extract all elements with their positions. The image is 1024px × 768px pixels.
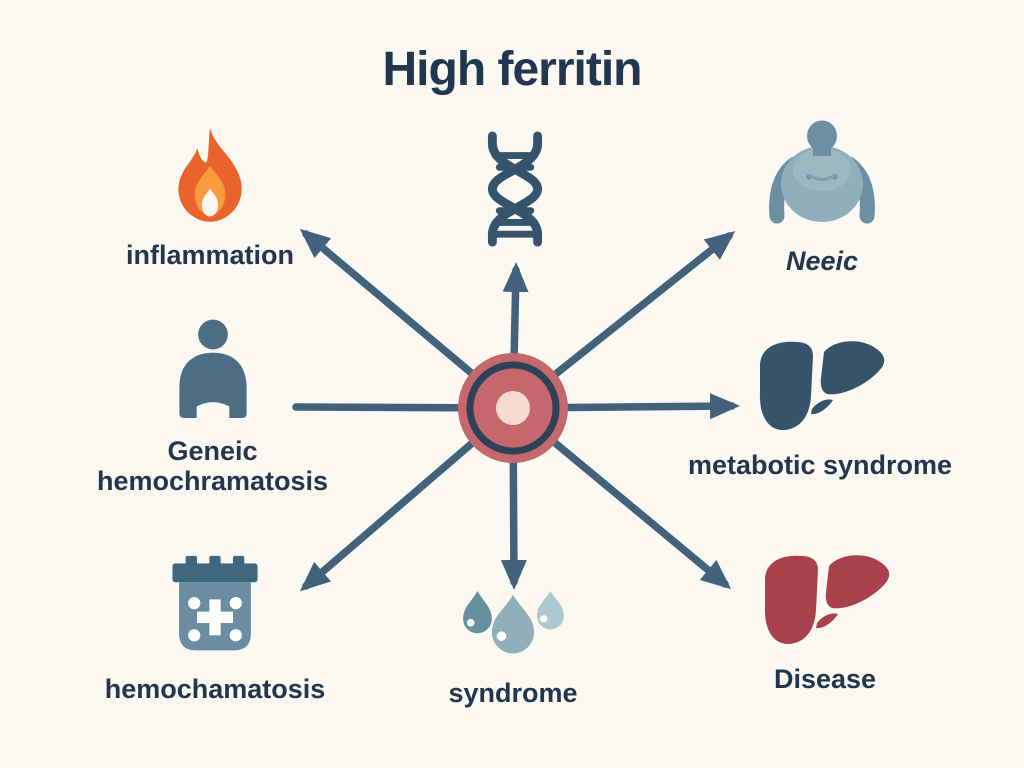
person-icon [178, 319, 247, 418]
node-label-metabolic: metabotic syndrome [687, 450, 953, 480]
node-metabolic-syndrome: metabotic syndrome [687, 336, 953, 480]
node-genetic-hemochromatosis: Geneic hemochramatosis [80, 318, 345, 496]
node-label-inflammation: inflammation [125, 240, 294, 270]
node-obesity: Neeic [732, 120, 912, 276]
dna-icon [487, 131, 543, 247]
node-syndrome: syndrome [430, 568, 596, 708]
node-label-genetic-line1: Geneic [167, 436, 258, 466]
node-label-disease: Disease [773, 664, 877, 694]
water-drops-icon [463, 591, 564, 654]
obese-person-icon [769, 120, 875, 224]
node-label-obesity: Neeic [785, 246, 859, 276]
node-inflammation: inflammation [100, 126, 320, 270]
page-title: High ferritin [382, 43, 643, 96]
flame-icon [178, 128, 242, 222]
node-label-genetic: Geneic hemochramatosis [97, 436, 328, 496]
node-liver-disease: Disease [735, 550, 915, 694]
red-liver-icon [764, 555, 890, 645]
node-label-genetic-line2: hemochramatosis [96, 466, 329, 497]
liver-icon [759, 341, 885, 431]
ferritin-hub-icon [458, 353, 568, 463]
first-aid-kit-icon [172, 555, 258, 651]
node-label-hemochromatosis: hemochamatosis [104, 674, 326, 704]
node-dna [455, 130, 575, 248]
node-hemochromatosis: hemochamatosis [95, 550, 335, 704]
node-label-syndrome: syndrome [448, 678, 578, 708]
